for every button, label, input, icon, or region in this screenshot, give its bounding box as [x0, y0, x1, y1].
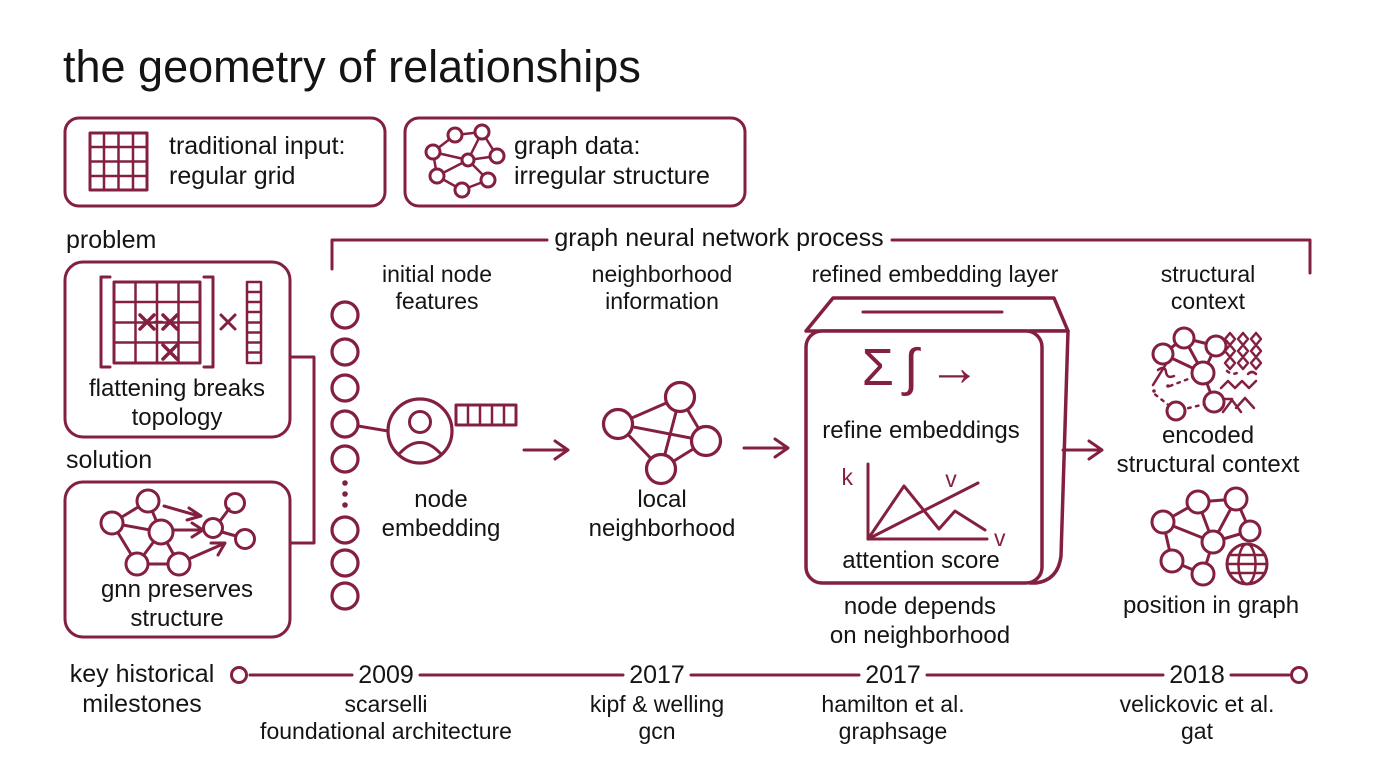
legend-traditional-text: traditional input: regular grid [169, 131, 346, 191]
solution-label: solution [66, 446, 153, 474]
solution-caption-line2: structure [130, 605, 224, 632]
problem-caption-line2: topology [131, 404, 223, 431]
refine-embeddings-label: refine embeddings [822, 417, 1020, 444]
position-in-graph-caption: position in graph [1122, 592, 1300, 619]
node-depends-line2: on neighborhood [829, 622, 1011, 649]
milestone-caption-scarselli: scarselli foundational architecture [260, 691, 512, 745]
legend-traditional-line2: regular grid [169, 162, 296, 190]
graph-icon [424, 123, 506, 199]
milestone-year-2017-gcn: 2017 [629, 661, 685, 689]
attention-score-caption: attention score [842, 547, 1000, 574]
legend-box-graph [403, 116, 747, 208]
milestone-3-line1: velickovic et al. [1119, 691, 1275, 717]
timeline-label-line2: milestones [82, 690, 202, 718]
node-embedding-caption-line1: node [414, 486, 468, 513]
milestone-3-line2: gat [1181, 718, 1213, 744]
stage1-label-line2: features [395, 288, 479, 314]
legend-traditional-line1: traditional input: [169, 132, 346, 160]
stage1-label: initial node features [382, 261, 492, 315]
gnn-preserves-icon [99, 488, 256, 577]
timeline-label-line1: key historical [69, 660, 215, 688]
problem-label: problem [66, 226, 157, 254]
aggregate-symbols: Σ∫→ [861, 339, 991, 397]
problem-solution-connector [288, 355, 316, 545]
grid-icon [88, 131, 149, 192]
problem-box [63, 260, 292, 439]
squiggle-pattern [1219, 368, 1258, 414]
node-embedding-icon [356, 397, 518, 465]
stage2-label-line2: information [605, 288, 719, 314]
arrow-neighborhood-to-layer [742, 437, 790, 459]
node-embedding-caption-line2: embedding [381, 515, 501, 542]
milestone-1-line2: gcn [638, 718, 676, 744]
embedding-layer-box [804, 296, 1070, 585]
node-embedding-caption: node embedding [382, 485, 501, 543]
position-in-graph-icon [1150, 486, 1269, 587]
stage4-label-line1: structural [1160, 261, 1256, 287]
legend-graph-line2: irregular structure [514, 162, 710, 190]
milestone-year-2009: 2009 [358, 661, 414, 689]
stage2-label-line1: neighborhood [591, 261, 733, 287]
process-header: graph neural network process [554, 224, 884, 252]
legend-box-traditional [63, 116, 387, 208]
local-neighborhood-caption: local neighborhood [589, 485, 736, 543]
encoded-context-line1: encoded [1161, 422, 1255, 449]
solution-box [63, 480, 292, 639]
solution-caption: gnn preserves structure [101, 575, 253, 633]
milestone-year-2017-graphsage: 2017 [865, 661, 921, 689]
milestone-1-line1: kipf & welling [589, 691, 725, 717]
encoded-context-line2: structural context [1116, 451, 1300, 478]
local-neighborhood-caption-line1: local [637, 486, 687, 513]
local-neighborhood-caption-line2: neighborhood [588, 515, 736, 542]
milestone-0-line2: foundational architecture [260, 718, 512, 744]
milestone-caption-hamilton: hamilton et al. graphsage [821, 691, 964, 745]
arrow-layer-to-context [1061, 439, 1104, 461]
arrow-embedding-to-neighborhood [522, 439, 570, 461]
axis-label-v-top: v [945, 466, 957, 492]
milestone-2-line1: hamilton et al. [821, 691, 965, 717]
process-bracket [330, 238, 1312, 275]
node-depends-caption: node depends on neighborhood [830, 592, 1010, 650]
node-depends-line1: node depends [843, 593, 997, 620]
milestone-2-line2: graphsage [838, 718, 948, 744]
stage4-label-line2: context [1170, 288, 1246, 314]
legend-graph-text: graph data: irregular structure [514, 131, 710, 191]
matrix-flatten-icon [99, 275, 263, 369]
solution-caption-line1: gnn preserves [100, 576, 254, 603]
problem-caption-line1: flattening breaks [88, 375, 266, 402]
globe-icon [1225, 542, 1269, 586]
milestone-year-2018: 2018 [1169, 661, 1225, 689]
timeline-line [230, 666, 1308, 684]
stage2-label: neighborhood information [592, 261, 733, 315]
legend-graph-line1: graph data: [514, 132, 641, 160]
stage3-label: refined embedding layer [811, 261, 1059, 287]
milestone-caption-kipf: kipf & welling gcn [590, 691, 724, 745]
local-neighborhood-icon [601, 380, 723, 486]
stage1-label-line1: initial node [382, 261, 492, 287]
timeline-label: key historical milestones [70, 659, 215, 719]
structural-context-icon [1150, 326, 1263, 422]
problem-caption: flattening breaks topology [89, 374, 265, 432]
milestone-caption-velickovic: velickovic et al. gat [1120, 691, 1275, 745]
encoded-context-caption: encoded structural context [1117, 421, 1300, 479]
attention-score-chart: k v v [842, 462, 1006, 551]
stage4-label: structural context [1161, 261, 1256, 315]
node-features-icon [330, 300, 360, 611]
milestone-0-line1: scarselli [344, 691, 428, 717]
axis-label-v-right: v [994, 525, 1006, 551]
diamond-pattern [1223, 331, 1263, 371]
axis-label-k: k [842, 464, 854, 490]
page-title: the geometry of relationships [63, 41, 641, 92]
